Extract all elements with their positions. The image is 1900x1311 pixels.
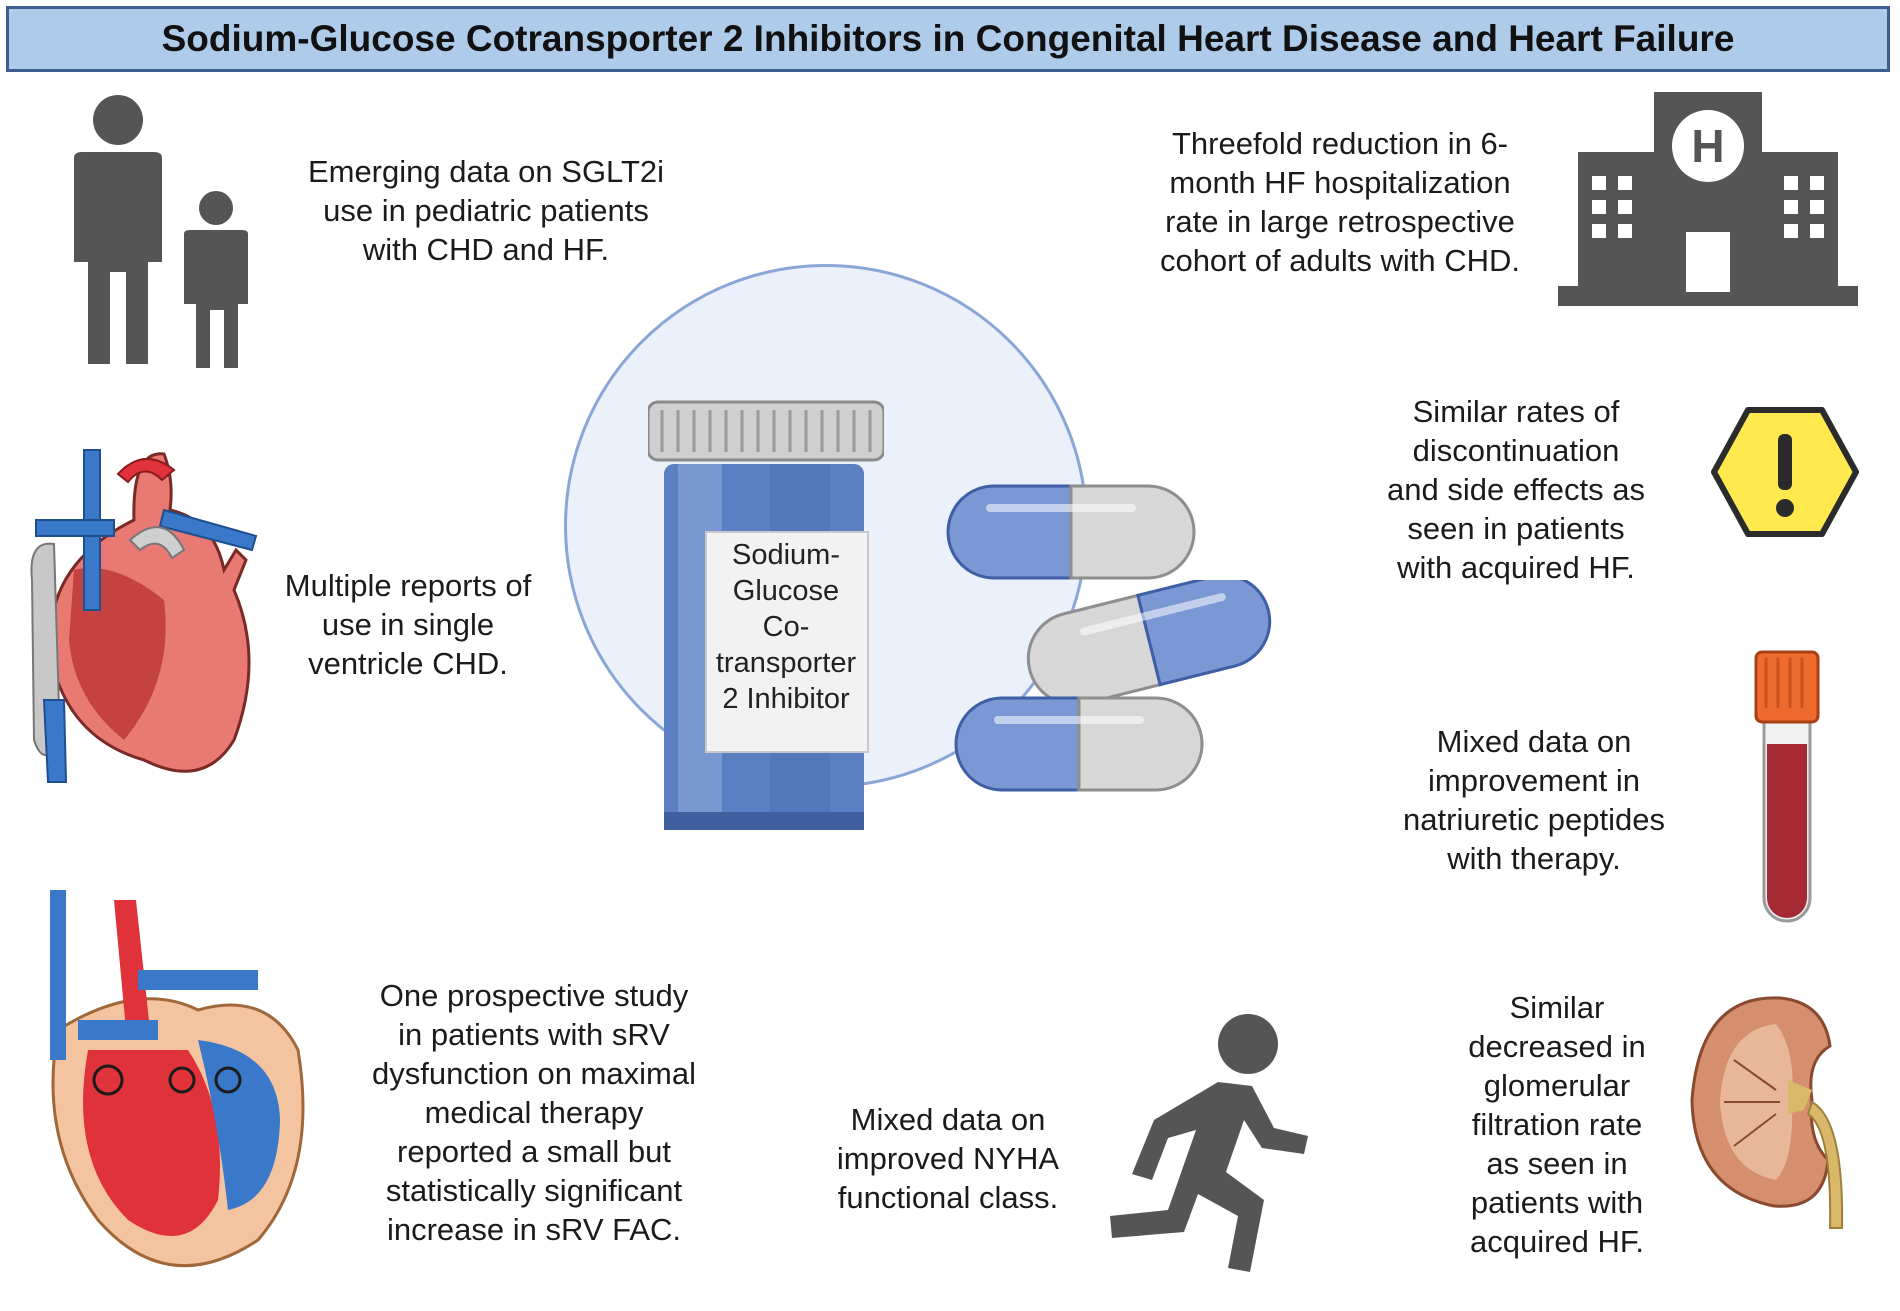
blood-tube-icon — [1754, 650, 1820, 923]
finding-line: dysfunction on maximal — [372, 1056, 696, 1091]
kidney-icon — [1690, 996, 1844, 1229]
capsule-icon — [954, 696, 1204, 792]
finding-line: improved NYHA — [836, 1141, 1060, 1176]
finding-line: seen in patients — [1407, 511, 1625, 546]
finding-line: in patients with sRV — [398, 1017, 670, 1052]
finding-line: ventricle CHD. — [308, 646, 508, 681]
finding-srv: One prospective study in patients with s… — [332, 976, 736, 1249]
title-banner: Sodium-Glucose Cotransporter 2 Inhibitor… — [6, 6, 1890, 72]
finding-hospitalization: Threefold reduction in 6- month HF hospi… — [1130, 124, 1550, 280]
heart-anatomy-icon — [50, 890, 305, 1268]
bottle-label: Sodium- Glucose Co- transporter 2 Inhibi… — [708, 537, 864, 717]
finding-line: statistically significant — [385, 1173, 683, 1208]
finding-line: with therapy. — [1447, 841, 1621, 876]
page-title: Sodium-Glucose Cotransporter 2 Inhibitor… — [161, 18, 1735, 59]
finding-line: increase in sRV FAC. — [386, 1212, 682, 1247]
finding-line: reported a small but — [397, 1134, 671, 1169]
finding-line: decreased in — [1468, 1029, 1646, 1064]
warning-icon — [1711, 407, 1859, 537]
finding-line: as seen in — [1486, 1146, 1628, 1181]
finding-line: glomerular — [1483, 1068, 1631, 1103]
adult-child-icon — [74, 95, 248, 368]
svg-text:H: H — [1691, 120, 1724, 172]
finding-line: cohort of adults with CHD. — [1159, 243, 1521, 278]
finding-single-ventricle: Multiple reports of use in single ventri… — [258, 566, 558, 683]
finding-line: discontinuation — [1412, 433, 1620, 468]
finding-line: Similar rates of — [1412, 394, 1620, 429]
finding-line: use in single — [321, 607, 495, 642]
finding-line: use in pediatric patients — [323, 193, 649, 228]
finding-line: Mixed data on — [1436, 724, 1632, 759]
capsule-icon — [1026, 580, 1272, 700]
finding-line: acquired HF. — [1469, 1224, 1645, 1259]
finding-line: Emerging data on SGLT2i — [307, 154, 665, 189]
finding-line: natriuretic peptides — [1403, 802, 1665, 837]
finding-line: Similar — [1509, 990, 1605, 1025]
finding-line: rate in large retrospective — [1165, 204, 1515, 239]
running-person-icon — [1110, 1014, 1308, 1272]
bottle-label-line: Co- — [762, 611, 810, 643]
finding-gfr: Similar decreased in glomerular filtrati… — [1420, 988, 1694, 1261]
hospital-icon: H — [1558, 92, 1858, 306]
finding-pediatric: Emerging data on SGLT2i use in pediatric… — [274, 152, 698, 269]
finding-line: with acquired HF. — [1397, 550, 1635, 585]
finding-line: and side effects as — [1387, 472, 1645, 507]
single-ventricle-heart-icon — [30, 449, 258, 783]
bottle-label-line: transporter — [715, 647, 857, 679]
finding-peptides: Mixed data on improvement in natriuretic… — [1364, 722, 1704, 878]
finding-line: month HF hospitalization — [1169, 165, 1511, 200]
finding-line: filtration rate — [1471, 1107, 1643, 1142]
finding-nyha: Mixed data on improved NYHA functional c… — [808, 1100, 1088, 1217]
finding-line: Mixed data on — [850, 1102, 1046, 1137]
bottle-label-line: Sodium- — [732, 539, 840, 571]
capsule-icon — [946, 484, 1196, 580]
finding-line: with CHD and HF. — [362, 232, 610, 267]
pill-bottle-icon — [648, 400, 884, 830]
finding-line: patients with — [1470, 1185, 1644, 1220]
bottle-label-line: 2 Inhibitor — [722, 683, 850, 715]
bottle-label-line: Glucose — [732, 575, 840, 607]
finding-line: Multiple reports of — [284, 568, 532, 603]
finding-line: improvement in — [1428, 763, 1640, 798]
finding-line: Threefold reduction in 6- — [1171, 126, 1509, 161]
finding-line: One prospective study — [379, 978, 689, 1013]
finding-side-effects: Similar rates of discontinuation and sid… — [1346, 392, 1686, 587]
finding-line: medical therapy — [424, 1095, 644, 1130]
finding-line: functional class. — [837, 1180, 1059, 1215]
